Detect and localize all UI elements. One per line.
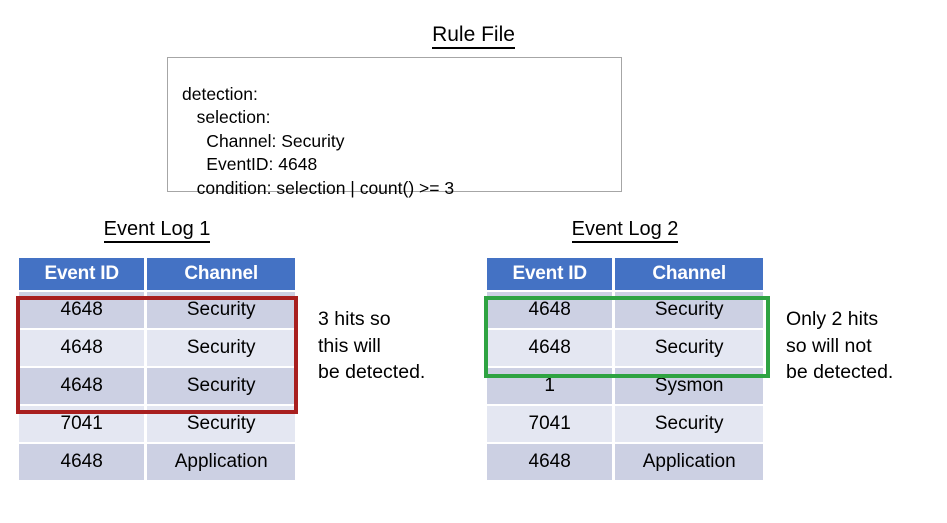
cell-event-id: 4648 [487,330,613,366]
cell-channel: Security [147,406,295,442]
table-row: 4648 Security [19,368,295,404]
rule-file-title-text: Rule File [432,23,515,49]
cell-channel: Security [147,330,295,366]
annotation-event-log-1: 3 hits so this will be detected. [318,308,426,383]
cell-channel: Security [615,406,763,442]
table-row: 4648 Security [487,330,763,366]
table-row: 7041 Security [487,406,763,442]
rule-file-box: detection: selection: Channel: Security … [167,57,622,198]
table-row: 4648 Application [487,444,763,480]
cell-event-id: 4648 [19,444,145,480]
column-header-event-id: Event ID [19,258,145,290]
cell-event-id: 4648 [487,444,613,480]
event-log-2-table: Event ID Channel 4648 Security 4648 Secu… [484,256,766,482]
table-row: 4648 Security [19,330,295,366]
cell-channel: Application [615,444,763,480]
cell-channel: Security [615,330,763,366]
cell-channel: Security [615,292,763,328]
table-row: 7041 Security [19,406,295,442]
cell-channel: Security [147,368,295,404]
event-log-1-table: Event ID Channel 4648 Security 4648 Secu… [16,256,298,482]
event-log-2-title: Event Log 2 [484,216,766,243]
cell-channel: Application [147,444,295,480]
cell-event-id: 7041 [19,406,145,442]
rule-file-code: detection: selection: Channel: Security … [182,83,455,198]
event-log-1-title: Event Log 1 [16,216,298,243]
cell-event-id: 7041 [487,406,613,442]
cell-channel: Security [147,292,295,328]
event-log-1-title-text: Event Log 1 [103,218,211,243]
table-row: 4648 Application [19,444,295,480]
cell-event-id: 4648 [19,330,145,366]
annotation-event-log-2: Only 2 hits so will not be detected. [786,308,894,383]
cell-channel: Sysmon [615,368,763,404]
table-row: 1 Sysmon [487,368,763,404]
rule-file-title: Rule File [0,22,947,49]
table-header-row: Event ID Channel [487,258,763,290]
cell-event-id: 4648 [19,292,145,328]
column-header-event-id: Event ID [487,258,613,290]
cell-event-id: 1 [487,368,613,404]
table-row: 4648 Security [19,292,295,328]
table-header-row: Event ID Channel [19,258,295,290]
cell-event-id: 4648 [19,368,145,404]
column-header-channel: Channel [615,258,763,290]
cell-event-id: 4648 [487,292,613,328]
event-log-2-title-text: Event Log 2 [571,218,679,243]
column-header-channel: Channel [147,258,295,290]
table-row: 4648 Security [487,292,763,328]
